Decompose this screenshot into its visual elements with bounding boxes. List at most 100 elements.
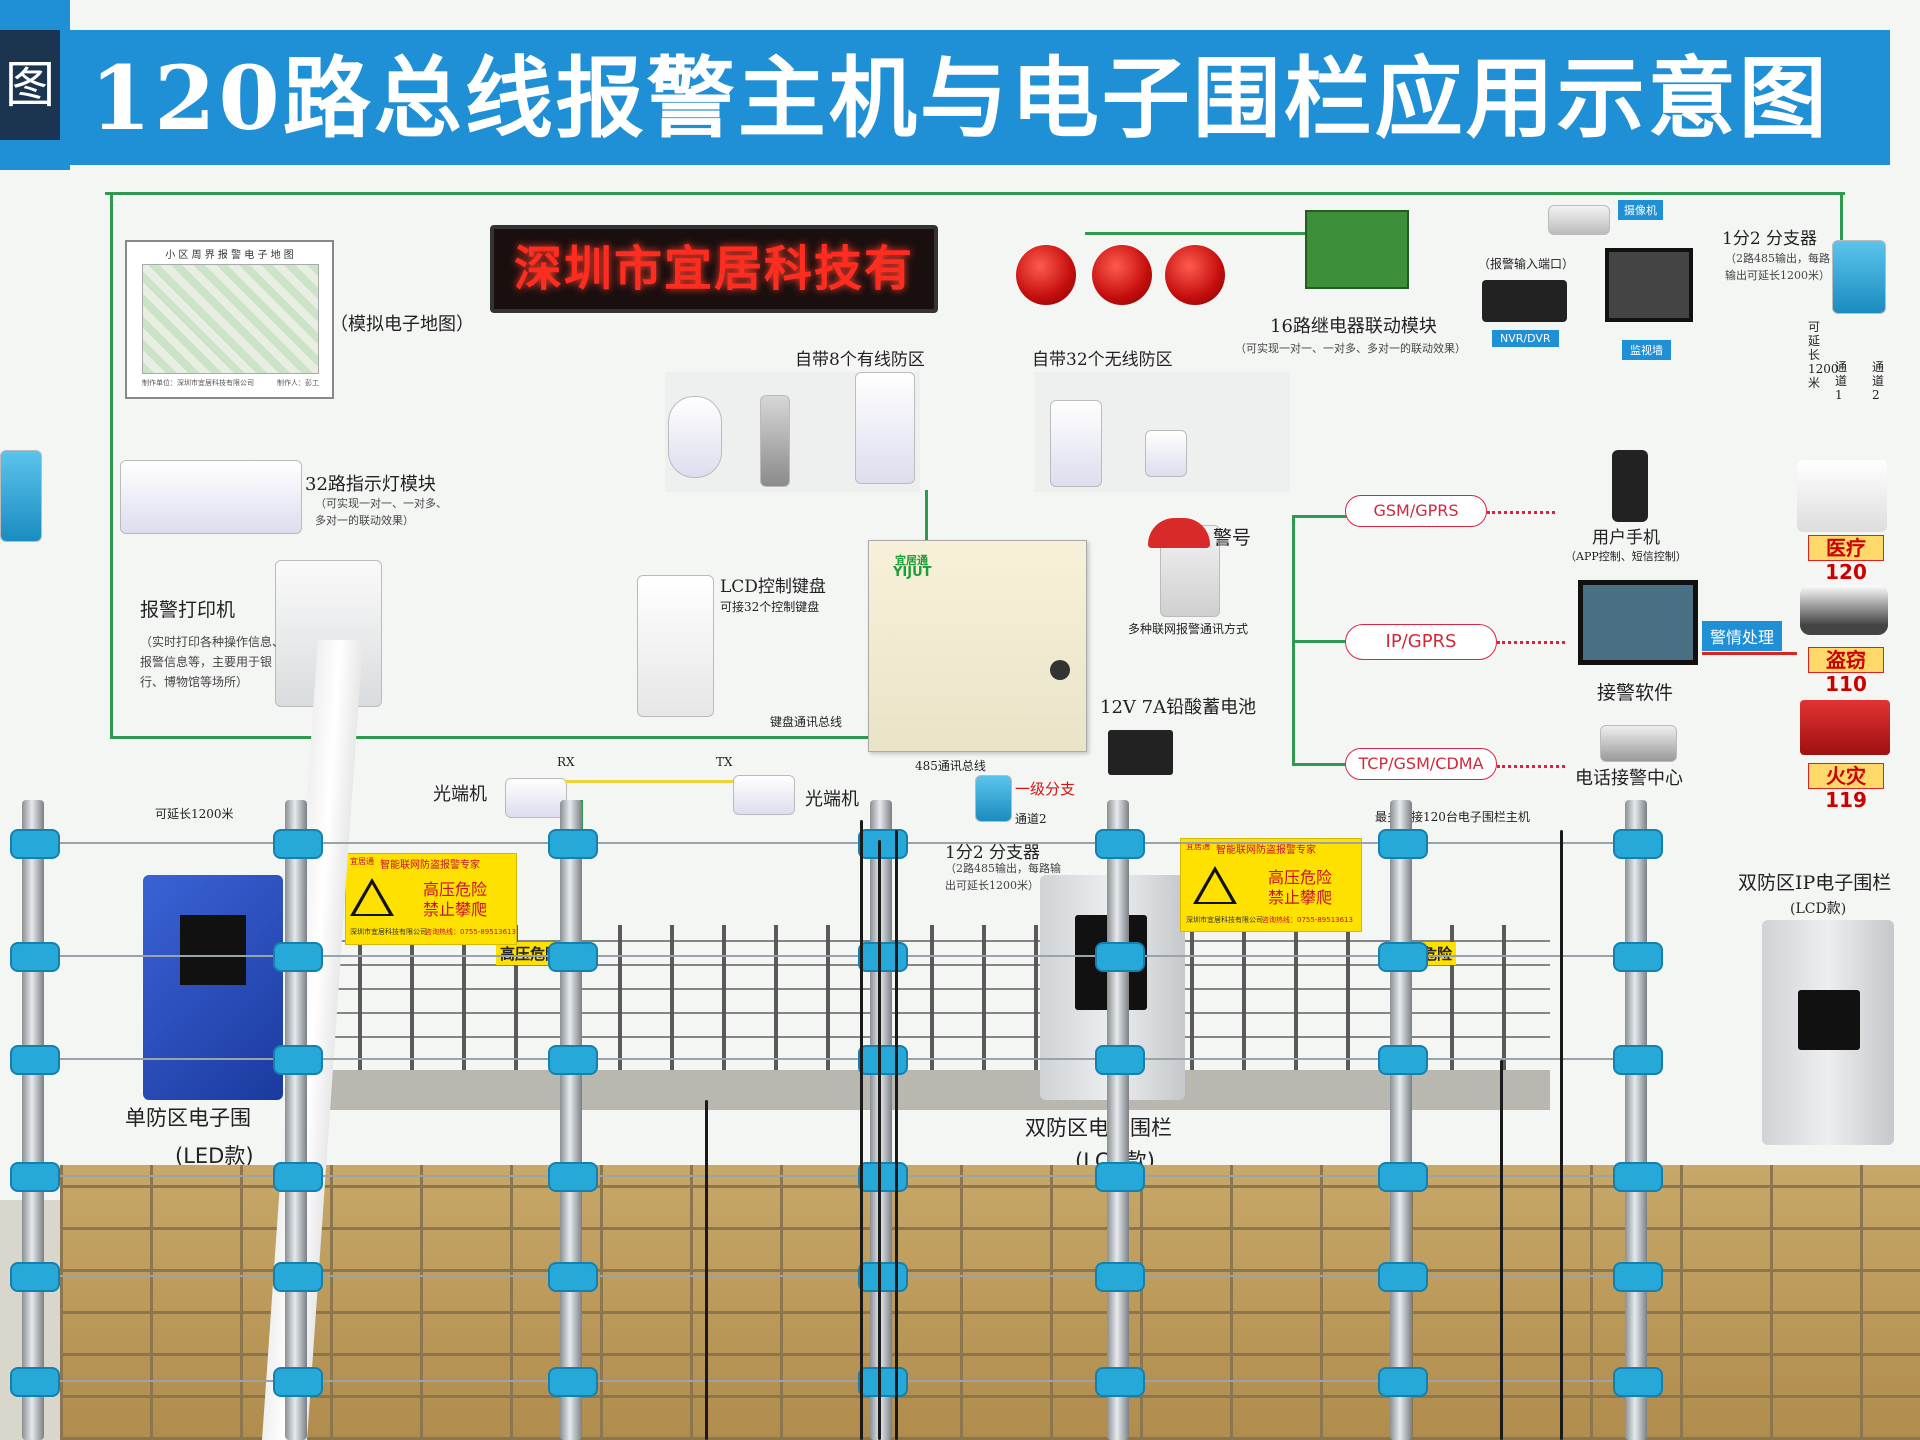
mobile-phone-icon [1612,450,1648,522]
indicator-module-desc: （可实现一对一、一对多、多对一的联动效果） [315,497,447,527]
police-car-icon [1800,585,1888,635]
panel-brand: 宜居通 [895,554,928,567]
fence-post [560,800,582,1440]
optical-tx-label: TX [716,755,733,769]
map-title: 小 区 周 界 报 警 电 子 地 图 [165,250,294,261]
insulator-clip [10,1162,60,1192]
warning-sign-right-l2: 禁止攀爬 [1267,888,1332,907]
fence-ip-title: 双防区IP电子围栏 [1738,872,1892,894]
insulator-clip [858,829,908,859]
led-host-display [180,915,246,985]
printer-title: 报警打印机 [140,599,236,621]
splitter-top-ch2: 通道2 [1872,360,1885,402]
hazard-triangle-inner [1198,872,1232,902]
insulator-clip [1378,1367,1428,1397]
comm-line-3 [1292,763,1352,766]
battery-label: 12V 7A铅酸蓄电池 [1100,697,1257,718]
hv-tag-left: 高压危险 [496,942,565,965]
pir-detector-icon [855,372,915,484]
software-monitor-icon [1578,580,1698,665]
insulator-clip [1613,1045,1663,1075]
splitter-device-top [1832,240,1886,314]
title-banner [70,30,1890,165]
warning-sign-left-company: 深圳市宜居科技有限公司 [350,928,427,936]
pir-detector-icon [668,396,722,478]
alarm-input-label: （报警输入端口） [1478,257,1575,271]
optical-rx-label: RX [557,755,575,769]
relay-desc: （可实现一对一、一对多、多对一的联动效果） [1235,342,1466,355]
printer-desc: （实时打印各种操作信息、报警信息等，主要用于银行、博物馆等场所） [140,635,285,689]
insulator-clip [1095,942,1145,972]
optical-terminal-left [505,778,567,818]
splitter-top-title: 1分2 分支器 [1722,229,1818,249]
insulator-clip [1613,1162,1663,1192]
left-bus-line [110,192,113,738]
insulator-clip [273,1162,323,1192]
fence-post [1625,800,1647,1440]
warning-sign-right-head: 智能联网防盗报警专家 [1216,845,1316,856]
insulator-clip [10,1367,60,1397]
insulator-clip [273,829,323,859]
insulator-clip [10,829,60,859]
software-label: 接警软件 [1597,682,1674,704]
siren-label: 警号 [1213,527,1252,549]
insulator-clip [548,1045,598,1075]
insulator-clip [10,1045,60,1075]
insulator-clip [273,942,323,972]
alarm-host-panel [868,540,1087,752]
wireless-zones-label: 自带32个无线防区 [1032,350,1173,370]
phone-desc: （APP控制、短信控制） [1565,550,1687,563]
map-caption: （模拟电子地图） [330,314,474,335]
siren-light-icon [1165,245,1225,305]
relay-title: 16路继电器联动模块 [1270,316,1437,337]
warning-sign-right-hotline: 咨询热线：0755-89513613 [1262,916,1353,924]
black-cable [1560,830,1563,1440]
fence-dual-title: 双防区电子围栏 [1025,1116,1172,1140]
call-center-device [1600,725,1677,762]
camera-label: 摄像机 [1618,200,1663,220]
insulator-clip [1613,829,1663,859]
insulator-clip [548,1367,598,1397]
fence-post [1107,800,1129,1440]
warning-sign-right-company: 深圳市宜居科技有限公司 [1186,916,1263,924]
nvr-label: NVR/DVR [1492,330,1559,347]
fence-host-led [143,875,283,1100]
insulator-clip [1378,1262,1428,1292]
monitor-label: 监视墙 [1622,340,1671,360]
fence-post [22,800,44,1440]
banner-edge-char: 图 [0,30,60,140]
keypad-title: LCD控制键盘 [720,577,826,597]
black-cable [860,820,863,1440]
banner-title: 120路总线报警主机与电子围栏应用示意图 [90,46,1830,150]
warning-sign-left-brand: 宜居通 [350,857,374,866]
indicator-module-title: 32路指示灯模块 [305,474,436,495]
insulator-clip [548,942,598,972]
insulator-clip [858,942,908,972]
insulator-clip [858,1162,908,1192]
emergency-medical: 医疗120 [1808,535,1884,584]
wired-zones-label: 自带8个有线防区 [795,350,925,370]
max-hosts-label: 最多可接120台电子围栏主机 [1375,810,1530,824]
insulator-clip [273,1262,323,1292]
dotted-link-3 [1497,765,1565,768]
insulator-clip [1378,942,1428,972]
fence-wire [20,1175,1660,1177]
ip-host-display [1798,990,1860,1050]
splitter-device-left [0,450,42,542]
insulator-clip [1378,1045,1428,1075]
keypad-bus-label: 键盘通讯总线 [770,715,843,729]
keypad-desc: 可接32个控制键盘 [720,600,820,614]
insulator-clip [858,1262,908,1292]
black-cable [895,830,898,1440]
panel-brand-en: YIJUT [893,565,932,580]
siren-bus-line [1085,232,1335,235]
fire-truck-icon [1800,700,1890,755]
panel-line [925,490,928,545]
insulator-clip [1095,1162,1145,1192]
fence-post [870,800,892,1440]
emergency-fire: 火灾119 [1808,763,1884,812]
electronic-map: 小 区 周 界 报 警 电 子 地 图 制作单位：深圳市宜居科技有限公司 制作人… [125,240,334,399]
lcd-keypad-icon [637,575,714,717]
ambulance-icon [1797,460,1887,532]
insulator-clip [1095,1045,1145,1075]
